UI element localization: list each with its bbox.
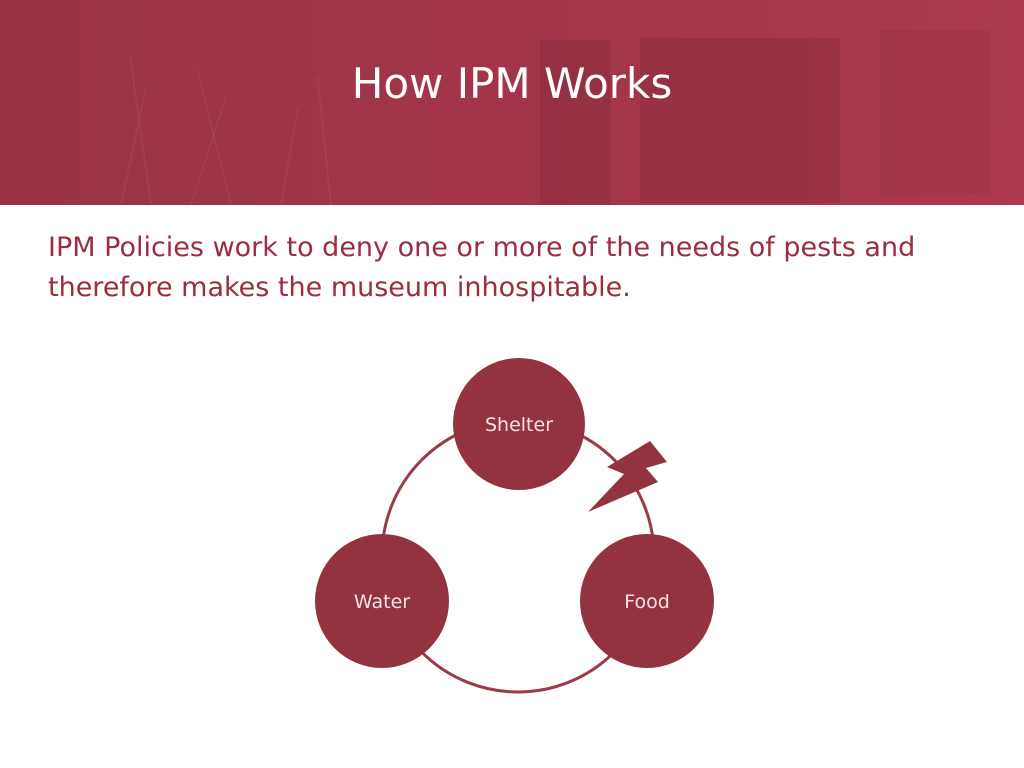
water-circle — [315, 534, 449, 668]
slide-title: How IPM Works — [351, 59, 673, 108]
node-water: Water — [315, 534, 449, 668]
node-label-shelter: Shelter — [485, 414, 553, 436]
banner-column-shadow — [540, 40, 610, 205]
shelter-circle — [453, 358, 585, 490]
lightning-bolt-icon — [588, 441, 667, 512]
banner-column-shadow — [880, 30, 990, 195]
node-food: Food — [580, 534, 714, 668]
banner-column-shadow — [640, 38, 840, 203]
body-text: IPM Policies work to deny one or more of… — [48, 232, 916, 303]
node-shelter: Shelter — [453, 358, 585, 490]
node-label-water: Water — [354, 591, 410, 613]
header-banner: How IPM Works — [0, 0, 1024, 205]
node-label-food: Food — [624, 591, 670, 613]
food-circle — [580, 534, 714, 668]
